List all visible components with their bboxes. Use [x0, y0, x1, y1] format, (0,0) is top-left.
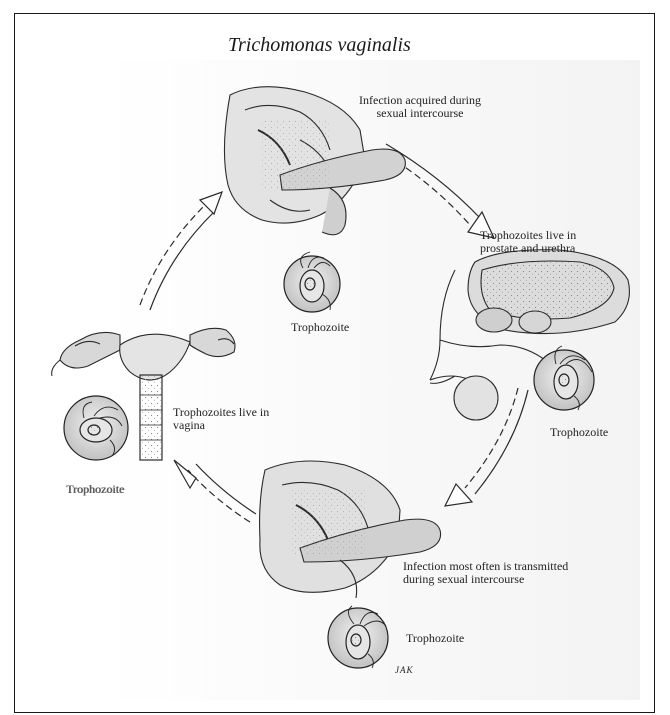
- caption-bottom-line2: during sexual intercourse: [403, 573, 524, 586]
- caption-left-line2: vagina: [173, 419, 205, 432]
- diagram-title: Trichomonas vaginalis: [228, 34, 411, 57]
- inset-label-bottom: Trophozoite: [406, 632, 464, 645]
- inset-label-right: Trophozoite: [550, 426, 608, 439]
- trophozoite-inset-left: [64, 396, 128, 460]
- artist-signature: JAK: [395, 664, 414, 677]
- caption-top-line2: sexual intercourse: [340, 107, 500, 120]
- caption-right-line2: prostate and urethra: [480, 242, 575, 255]
- inset-label-left: Trophozoite: [66, 483, 124, 496]
- inset-label-top: Trophozoite: [291, 321, 349, 334]
